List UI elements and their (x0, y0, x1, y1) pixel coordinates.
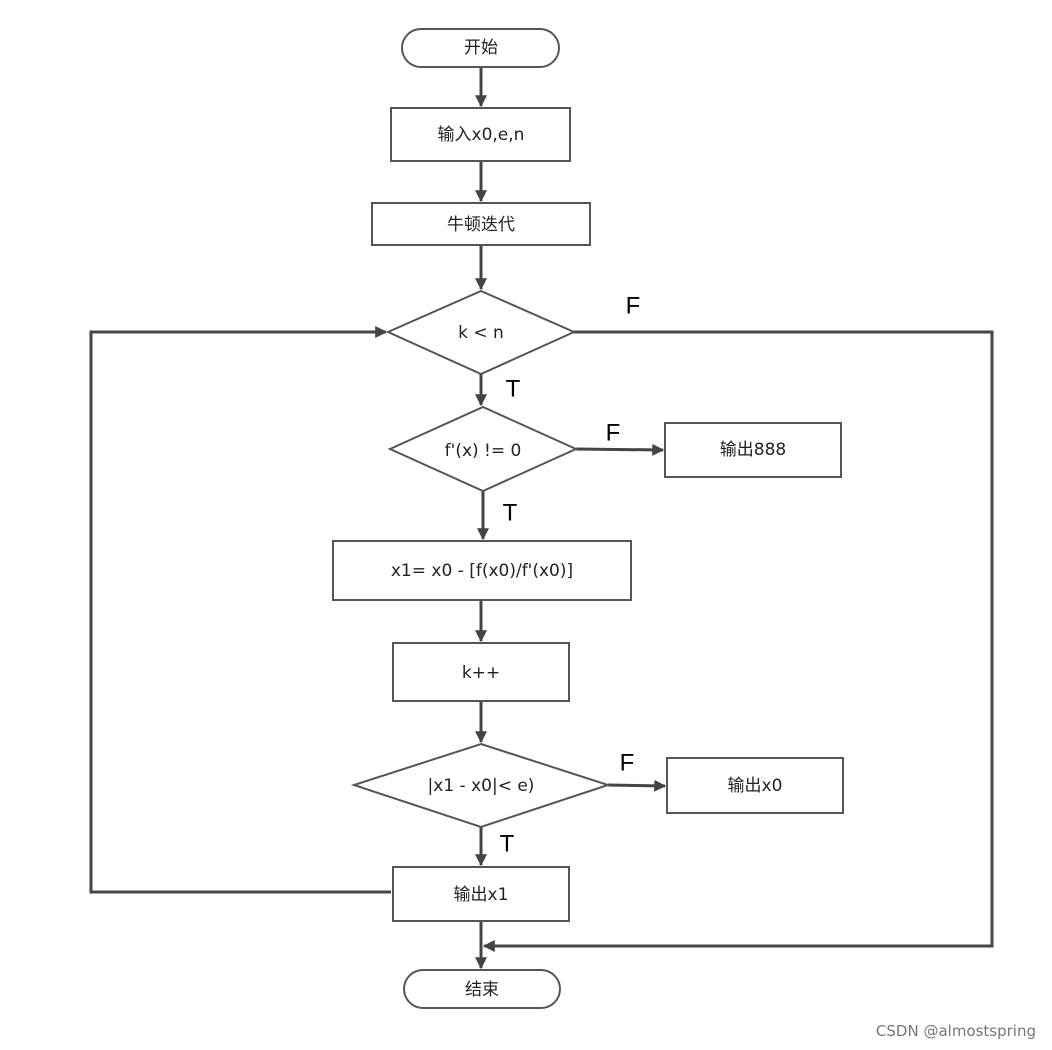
cond-deriv-label: f'(x) != 0 (445, 441, 522, 461)
cond-err-node: |x1 - x0|< e) (350, 742, 612, 829)
update-label: x1= x0 - [f(x0)/f'(x0)] (391, 561, 573, 581)
output-x1-label: 输出x1 (454, 885, 509, 905)
output-x0-label: 输出x0 (728, 776, 783, 796)
cond-k-node: k < n (385, 289, 577, 376)
edges (89, 67, 994, 970)
output-x0-node: 输出x0 (666, 757, 844, 814)
newton-node: 牛顿迭代 (371, 202, 591, 246)
update-node: x1= x0 - [f(x0)/f'(x0)] (332, 540, 632, 601)
watermark: CSDN @almostspring (875, 1022, 1036, 1040)
newton-label: 牛顿迭代 (447, 215, 515, 235)
start-node: 开始 (401, 28, 560, 68)
end-label: 结束 (465, 980, 499, 1000)
edge-cond-deriv-false (575, 443, 665, 456)
end-node: 结束 (403, 969, 561, 1009)
nodes: 开始 输入x0,e,n 牛顿迭代 k < n f'(x) != 0 输出888 … (332, 28, 844, 1009)
edge-loop-back (89, 326, 391, 894)
cond-deriv-node: f'(x) != 0 (387, 405, 579, 493)
output-888-node: 输出888 (664, 422, 842, 478)
label-deriv-true: T (503, 500, 518, 527)
input-node: 输入x0,e,n (390, 107, 571, 162)
input-label: 输入x0,e,n (438, 125, 525, 145)
label-err-true: T (500, 831, 515, 858)
start-label: 开始 (464, 38, 498, 58)
label-k-true: T (506, 376, 521, 403)
increment-node: k++ (392, 642, 570, 702)
edge-labels: F T F T F T (500, 293, 641, 858)
increment-label: k++ (462, 663, 500, 683)
output-x1-node: 输出x1 (392, 866, 570, 922)
cond-err-label: |x1 - x0|< e) (428, 776, 535, 796)
edge-cond-k-false (482, 330, 994, 952)
label-deriv-false: F (606, 420, 621, 447)
label-err-false: F (620, 750, 635, 777)
output-888-label: 输出888 (720, 440, 786, 460)
label-k-false: F (626, 293, 641, 320)
edge-cond-err-false (607, 779, 667, 792)
cond-k-label: k < n (458, 323, 504, 343)
